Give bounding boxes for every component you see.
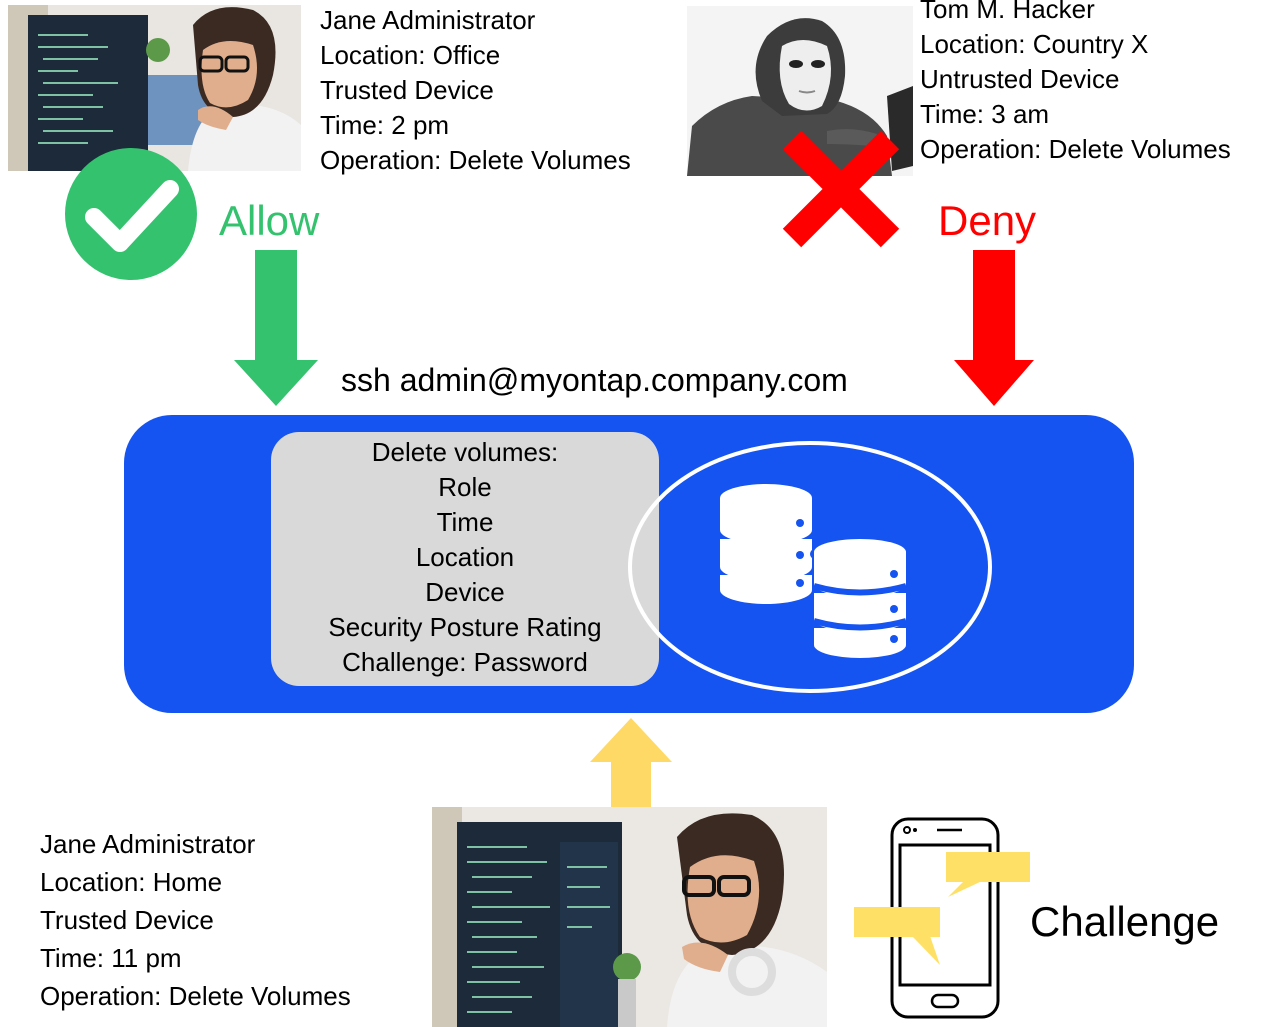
- detail-line: Trusted Device: [320, 75, 494, 105]
- challenge-label: Challenge: [1030, 898, 1220, 945]
- access-policy-box: Delete volumes: Role Time Location Devic…: [271, 432, 659, 686]
- challenge-arrow: [590, 718, 672, 810]
- detail-line: Untrusted Device: [920, 64, 1120, 94]
- detail-line: Location: Country X: [920, 29, 1149, 59]
- deny-label: Deny: [938, 197, 1037, 244]
- policy-line: Challenge: Password: [342, 647, 588, 677]
- detail-line: Location: Office: [320, 40, 501, 70]
- detail-line: Operation: Delete Volumes: [320, 145, 631, 175]
- detail-line: Operation: Delete Volumes: [920, 134, 1231, 164]
- admin-home-details: Jane Administrator Location: Home Truste…: [40, 825, 351, 1015]
- check-circle-icon: [64, 147, 198, 281]
- admin-home-photo: [432, 807, 827, 1027]
- ssh-command: ssh admin@myontap.company.com: [341, 362, 848, 398]
- policy-line: Delete volumes:: [371, 437, 559, 467]
- detail-line: Trusted Device: [40, 905, 214, 935]
- policy-line: Role: [438, 472, 492, 502]
- detail-line: Time: 3 am: [920, 99, 1050, 129]
- detail-line: Operation: Delete Volumes: [40, 981, 351, 1011]
- detail-line: Jane Administrator: [40, 829, 256, 859]
- detail-line: Time: 11 pm: [40, 943, 182, 973]
- detail-line: Tom M. Hacker: [920, 0, 1095, 24]
- policy-line: Device: [425, 577, 505, 607]
- database-stack-icon: [628, 441, 992, 693]
- allow-arrow: [234, 250, 318, 406]
- detail-line: Jane Administrator: [320, 5, 536, 35]
- allow-label: Allow: [219, 197, 320, 244]
- policy-line: Security Posture Rating: [328, 612, 602, 642]
- detail-line: Location: Home: [40, 867, 223, 897]
- x-mark-icon: [778, 128, 904, 250]
- admin-office-photo: [8, 5, 301, 171]
- policy-line: Location: [415, 542, 515, 572]
- detail-line: Time: 2 pm: [320, 110, 450, 140]
- deny-arrow: [954, 250, 1034, 406]
- hacker-details: Tom M. Hacker Location: Country X Untrus…: [920, 0, 1231, 167]
- policy-line: Time: [436, 507, 494, 537]
- smartphone-chat-icon: [852, 817, 1034, 1021]
- admin-office-details: Jane Administrator Location: Office Trus…: [320, 3, 631, 178]
